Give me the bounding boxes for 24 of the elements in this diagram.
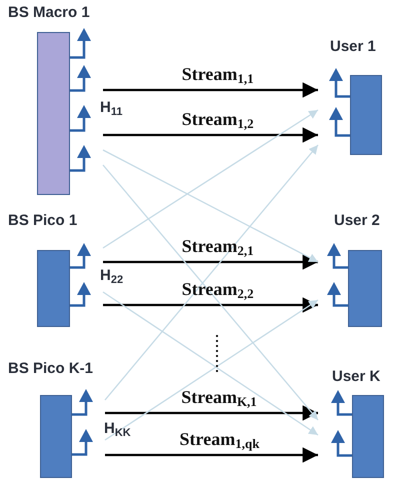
arrow bbox=[102, 109, 318, 249]
arrow bbox=[104, 144, 318, 400]
arrow bbox=[105, 405, 318, 421]
edge-label: Stream$_{2,1}$ bbox=[182, 237, 254, 255]
channel-label: H$_{11}$ bbox=[100, 98, 122, 120]
arrow bbox=[102, 149, 318, 263]
arrow bbox=[103, 254, 318, 270]
channel-label: H$_{22}$ bbox=[100, 266, 124, 288]
edge-label: Stream$_{K,1}$ bbox=[181, 388, 257, 406]
node-heading: User 2 bbox=[334, 211, 380, 231]
arrow bbox=[103, 127, 318, 143]
channel-label: H$_{KK}$ bbox=[104, 419, 131, 440]
node-heading: BS Pico K-1 bbox=[8, 359, 94, 379]
edge-label: Stream$_{2,2}$ bbox=[182, 280, 254, 298]
edge-label: Stream$_{1,1}$ bbox=[182, 65, 254, 83]
arrow bbox=[102, 164, 318, 420]
arrow bbox=[105, 447, 318, 463]
node-heading: User K bbox=[332, 367, 380, 387]
edge-label: Stream$_{1,2}$ bbox=[182, 110, 254, 128]
arrow bbox=[103, 82, 318, 98]
node-heading: BS Pico 1 bbox=[8, 211, 78, 231]
node-heading: BS Macro 1 bbox=[8, 3, 90, 23]
arrow bbox=[103, 297, 318, 313]
node-heading: User 1 bbox=[330, 37, 376, 57]
